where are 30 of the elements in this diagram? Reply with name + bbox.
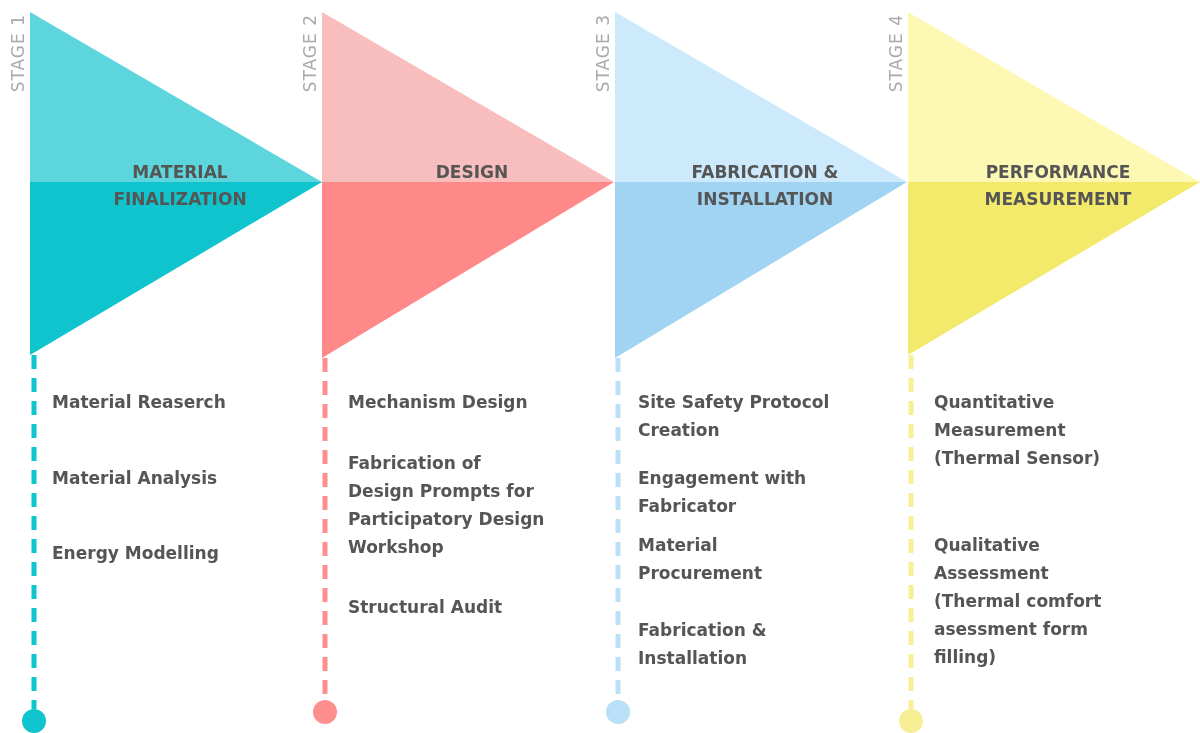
stage-title: PERFORMANCE MEASUREMENT [983,161,1133,211]
task-text: Mechanism Design [348,391,529,414]
end-dot [313,700,337,724]
task-text: Material Reaserch [52,391,227,414]
stage-flag [615,12,907,358]
task-text: Site Safety Protocol Creation [638,391,831,442]
stage-number: STAGE 3 [593,14,613,93]
task-text: Qualitative Assessment (Thermal comfort asessment form filling) [934,534,1103,669]
stage-title: MATERIAL FINALIZATION [112,161,248,211]
dashed-pole [908,355,914,709]
end-dot [899,709,923,733]
stage-flag [908,12,1200,355]
stage-number: STAGE 2 [300,14,320,93]
task-text: Fabrication of Design Prompts for Participatory Design Workshop [348,452,546,559]
task-text: Material Analysis [52,467,219,490]
stage-flag [30,12,322,355]
stage-number: STAGE 1 [8,14,28,93]
end-dot [22,709,46,733]
task-text: Energy Modelling [52,542,220,565]
stage-number: STAGE 4 [886,14,906,93]
task-text: Structural Audit [348,596,504,619]
task-text: Material Procurement [638,534,764,585]
task-text: Engagement with Fabricator [638,467,808,518]
stage-flag [322,12,614,358]
task-text: Quantitative Measurement (Thermal Sensor) [934,391,1102,470]
dashed-pole [31,355,37,709]
stage-title: FABRICATION & INSTALLATION [690,161,840,211]
stage-title: DESIGN [434,161,510,184]
task-text: Fabrication & Installation [638,619,768,670]
end-dot [606,700,630,724]
